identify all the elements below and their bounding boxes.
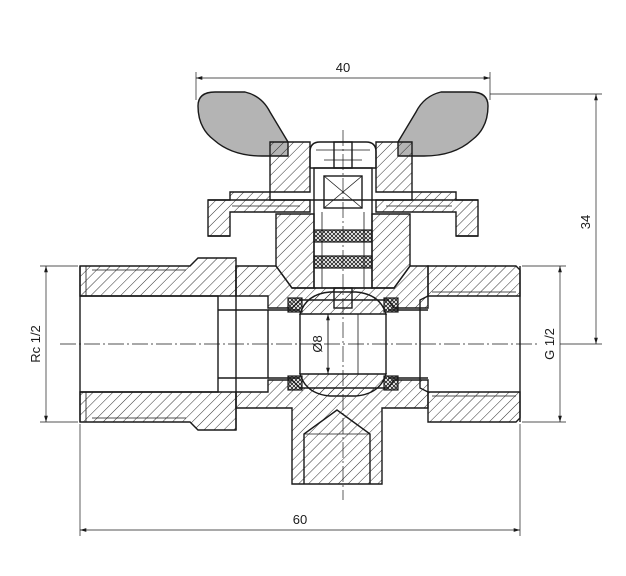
valve-body xyxy=(235,265,429,485)
dim-label-left-thread: Rc 1/2 xyxy=(28,325,43,363)
dimension-bottom-width xyxy=(79,424,521,536)
dimension-right-thread xyxy=(522,265,566,423)
dimension-left-thread xyxy=(40,265,78,423)
dim-label-top-width: 40 xyxy=(336,60,350,75)
left-male-end xyxy=(79,257,269,431)
center-lines xyxy=(60,130,540,500)
valve-stem xyxy=(275,167,411,309)
dim-label-bore: Ø8 xyxy=(310,335,325,352)
right-female-end xyxy=(419,265,521,423)
dim-label-bottom-width: 60 xyxy=(293,512,307,527)
butterfly-handle xyxy=(197,91,489,237)
dim-label-height: 34 xyxy=(578,215,593,229)
dimension-height xyxy=(490,93,602,345)
dimension-top-width xyxy=(195,72,491,100)
dim-label-right-thread: G 1/2 xyxy=(542,328,557,360)
